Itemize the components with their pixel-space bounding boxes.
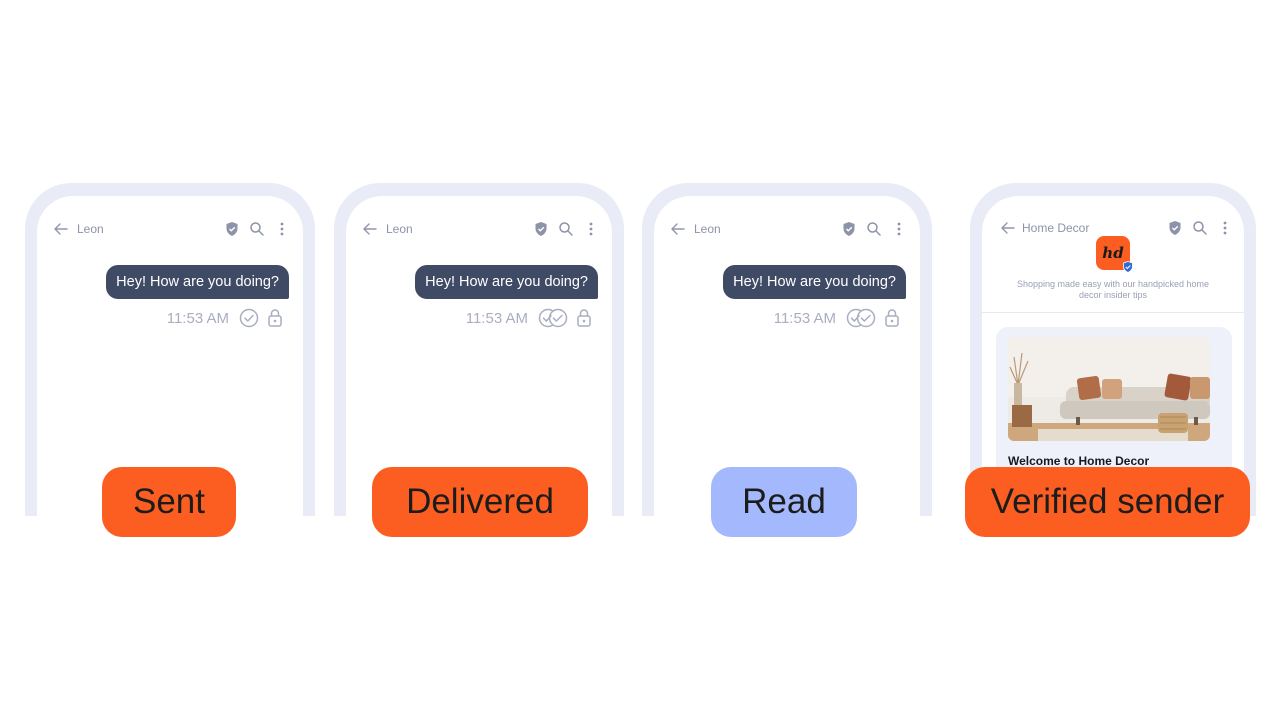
message-time: 11:53 AM bbox=[773, 309, 836, 327]
more-options-icon[interactable] bbox=[896, 221, 902, 237]
lock-icon bbox=[885, 309, 899, 327]
contact-name: Leon bbox=[77, 222, 104, 236]
double-check-read-icon bbox=[846, 308, 876, 328]
search-icon[interactable] bbox=[1192, 220, 1208, 236]
divider bbox=[982, 312, 1244, 313]
chat-screen: Leon Hey! How are you doing? 11:53 AM bbox=[654, 196, 920, 516]
verified-shield-icon[interactable] bbox=[534, 221, 548, 237]
message-meta: 11:53 AM bbox=[774, 308, 900, 328]
label-delivered: Delivered bbox=[372, 467, 588, 537]
chat-screen: Home Decor hd Shopping made easy with ou… bbox=[982, 196, 1244, 516]
top-bar: Leon bbox=[654, 219, 920, 239]
contact-name: Leon bbox=[694, 222, 721, 236]
verified-shield-icon[interactable] bbox=[842, 221, 856, 237]
phone-delivered: Leon Hey! How are you doing? 11:53 AM bbox=[334, 183, 624, 516]
message-time: 11:53 AM bbox=[166, 309, 229, 327]
more-options-icon[interactable] bbox=[588, 221, 594, 237]
back-arrow-icon[interactable] bbox=[1000, 220, 1016, 236]
search-icon[interactable] bbox=[249, 221, 265, 237]
message-time: 11:53 AM bbox=[465, 309, 528, 327]
lock-icon bbox=[577, 309, 591, 327]
verified-shield-icon[interactable] bbox=[225, 221, 239, 237]
lock-icon bbox=[268, 309, 282, 327]
single-check-icon bbox=[239, 308, 259, 328]
label-verified-sender: Verified sender bbox=[965, 467, 1250, 537]
label-sent: Sent bbox=[102, 467, 236, 537]
message-meta: 11:53 AM bbox=[466, 308, 592, 328]
message-bubble[interactable]: Hey! How are you doing? bbox=[723, 265, 906, 299]
brand-logo-text: hd bbox=[1102, 244, 1124, 262]
back-arrow-icon[interactable] bbox=[670, 221, 686, 237]
double-check-icon bbox=[538, 308, 568, 328]
more-options-icon[interactable] bbox=[1222, 220, 1228, 236]
chat-screen: Leon Hey! How are you doing? 11:53 AM bbox=[346, 196, 612, 516]
contact-name: Leon bbox=[386, 222, 413, 236]
message-meta: 11:53 AM bbox=[167, 308, 283, 328]
living-room-image bbox=[1008, 337, 1210, 441]
chat-screen: Leon Hey! How are you doing? 11:53 AM bbox=[37, 196, 303, 516]
search-icon[interactable] bbox=[866, 221, 882, 237]
message-bubble[interactable]: Hey! How are you doing? bbox=[106, 265, 289, 299]
verified-badge-icon bbox=[1123, 261, 1133, 273]
top-bar: Leon bbox=[346, 219, 612, 239]
phone-sent: Leon Hey! How are you doing? 11:53 AM bbox=[25, 183, 315, 516]
top-bar: Home Decor bbox=[982, 218, 1244, 238]
message-bubble[interactable]: Hey! How are you doing? bbox=[415, 265, 598, 299]
card-title: Welcome to Home Decor bbox=[1008, 454, 1150, 468]
label-read: Read bbox=[711, 467, 857, 537]
back-arrow-icon[interactable] bbox=[362, 221, 378, 237]
brand-tagline: Shopping made easy with our handpicked h… bbox=[1016, 279, 1210, 300]
more-options-icon[interactable] bbox=[279, 221, 285, 237]
back-arrow-icon[interactable] bbox=[53, 221, 69, 237]
phone-verified-sender: Home Decor hd Shopping made easy with ou… bbox=[970, 183, 1256, 516]
search-icon[interactable] bbox=[558, 221, 574, 237]
verified-shield-icon[interactable] bbox=[1168, 220, 1182, 236]
phone-read: Leon Hey! How are you doing? 11:53 AM bbox=[642, 183, 932, 516]
top-bar: Leon bbox=[37, 219, 303, 239]
brand-logo[interactable]: hd bbox=[1096, 236, 1133, 273]
contact-name: Home Decor bbox=[1022, 221, 1090, 235]
